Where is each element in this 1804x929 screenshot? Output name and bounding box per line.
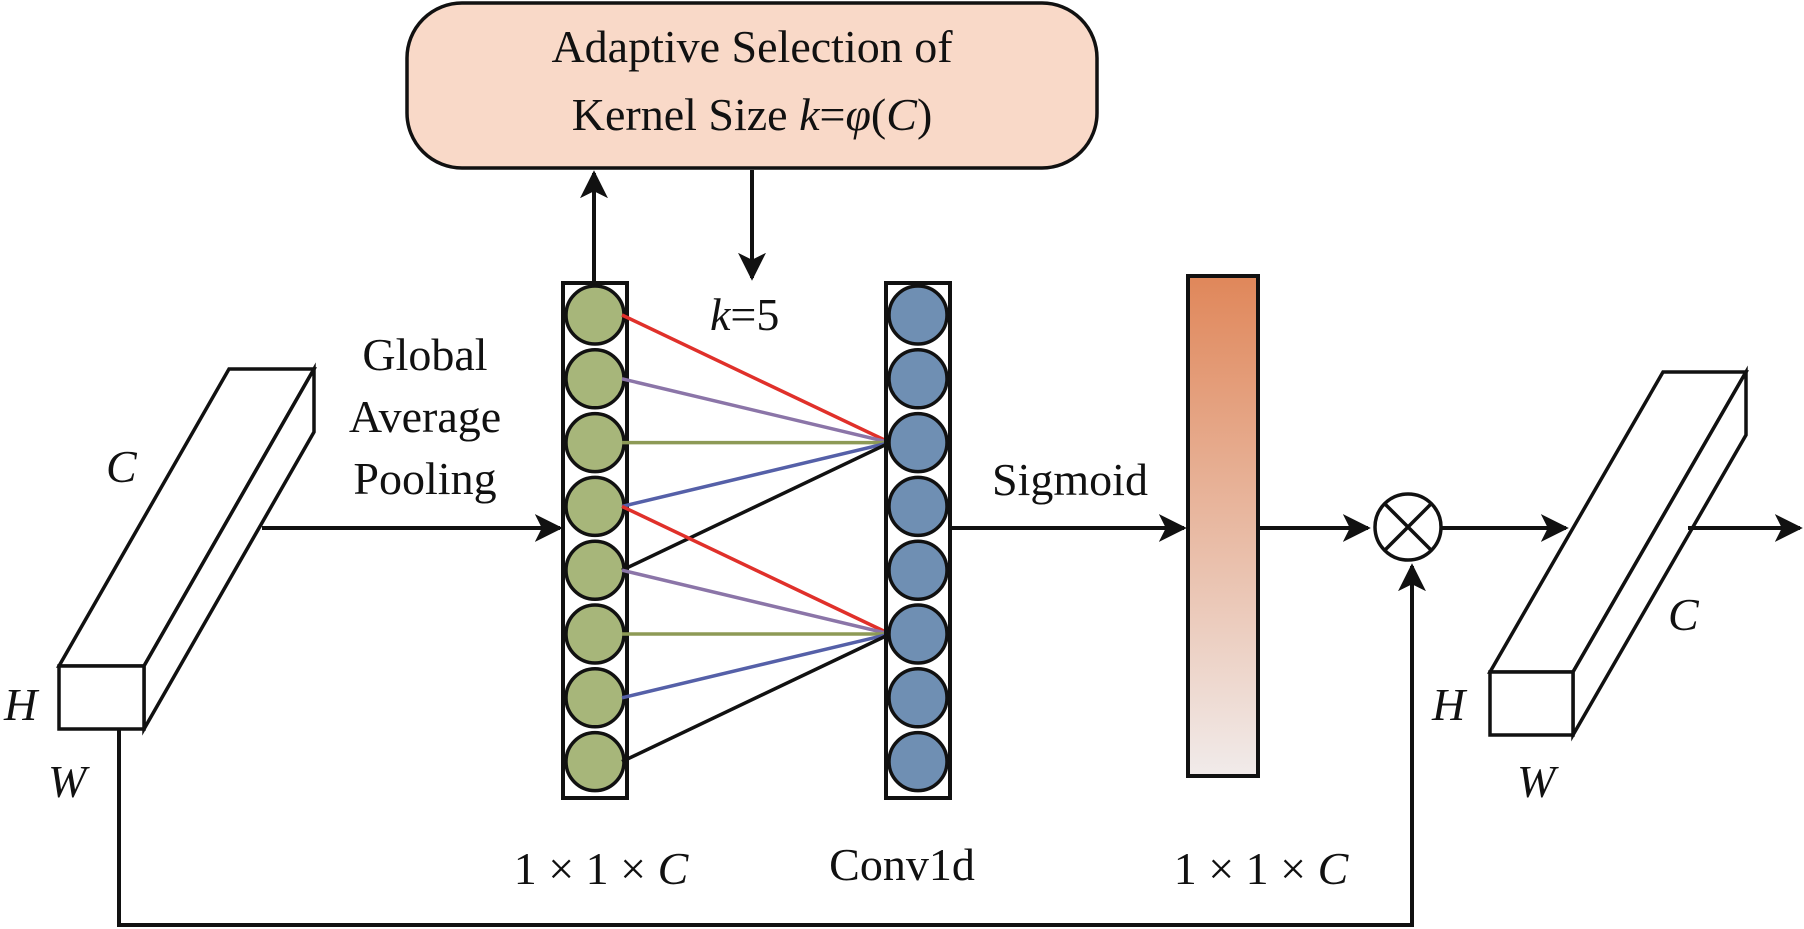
output-width-label: W — [1517, 756, 1559, 807]
sigmoid-label: Sigmoid — [992, 454, 1148, 505]
gap-node-6 — [564, 603, 626, 665]
conv-line-red-to-node-3 — [621, 313, 891, 445]
gap-dimension-label: 1 × 1 × C — [514, 843, 690, 894]
adaptive-kernel-title-line2: Kernel Size k=φ(C) — [572, 89, 933, 140]
conv-line-red-to-node-6 — [621, 504, 891, 636]
gap-label-line1: Global — [362, 329, 487, 380]
kernel-size-label: k=5 — [710, 289, 779, 340]
conv-node-8 — [887, 730, 949, 793]
gap-label-line3: Pooling — [353, 453, 496, 504]
adaptive-kernel-box-frame — [405, 1, 1099, 170]
input-tensor: C H W — [3, 362, 318, 807]
input-height-label: H — [3, 679, 40, 730]
conv-node-1 — [887, 284, 949, 346]
conv-line-black-to-node-6 — [621, 632, 891, 764]
gap-column-frame — [561, 281, 629, 800]
input-channel-label: C — [106, 441, 138, 492]
conv-line-blue-to-node-6 — [621, 632, 891, 700]
conv-line-purple-to-node-6 — [621, 568, 891, 636]
conv-node-3 — [887, 411, 949, 474]
conv-node-6 — [887, 603, 949, 665]
gap-node-7 — [564, 667, 626, 729]
gap-label-line2: Average — [349, 391, 501, 442]
multiply-node — [1373, 492, 1443, 562]
conv-line-blue-to-node-3 — [621, 440, 891, 509]
input-width-label: W — [48, 756, 90, 807]
adaptive-kernel-title-line1: Adaptive Selection of — [551, 21, 953, 72]
sigmoid-weights-bar — [1186, 274, 1260, 778]
skip-connection-path — [117, 563, 1426, 927]
conv-column-frame — [884, 281, 952, 800]
gap-node-4 — [564, 475, 626, 538]
adaptive-kernel-box: Adaptive Selection of Kernel Size k=φ(C) — [405, 1, 1099, 170]
conv-line-black-to-node-3 — [621, 441, 891, 572]
sigmoid-dimension-label: 1 × 1 × C — [1174, 843, 1350, 894]
gap-node-2 — [564, 348, 626, 410]
gap-node-3 — [564, 411, 626, 474]
conv-node-7 — [887, 667, 949, 729]
output-tensor: C H W — [1431, 365, 1750, 807]
gap-node-5 — [564, 539, 626, 601]
gap-feature-column — [561, 281, 629, 800]
conv-line-purple-to-node-3 — [621, 377, 891, 445]
conv-node-4 — [887, 475, 949, 538]
conv1d-feature-column — [884, 281, 952, 800]
gap-node-8 — [564, 730, 626, 793]
conv1d-connections — [621, 313, 891, 764]
conv-node-2 — [887, 348, 949, 410]
output-height-label: H — [1431, 679, 1468, 730]
conv1d-label: Conv1d — [829, 839, 975, 890]
gap-node-1 — [564, 284, 626, 346]
conv-node-5 — [887, 539, 949, 601]
output-channel-label: C — [1668, 589, 1700, 640]
